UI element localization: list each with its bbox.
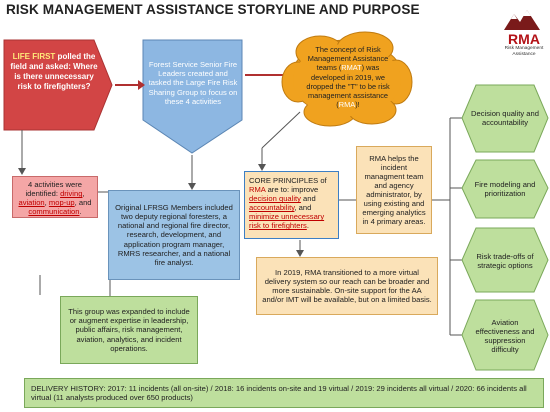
- leaders-shape: [142, 39, 243, 154]
- delivery-history-text: DELIVERY HISTORY: 2017: 11 incidents (al…: [31, 383, 527, 402]
- members-text: Original LFRSG Members included two depu…: [115, 203, 233, 267]
- leaders-text: Forest Service Senior Fire Leaders creat…: [148, 60, 238, 106]
- cloud-box: The concept of Risk Management Assistanc…: [302, 45, 394, 115]
- logo-text: RMA: [508, 31, 540, 47]
- core-end: .: [306, 221, 309, 231]
- mountain-icon: [504, 10, 540, 30]
- core-and-2: , and: [294, 203, 312, 213]
- cloud-text-1: The concept of Risk Management Assistanc…: [307, 45, 389, 73]
- activities-intro: 4 activities were identified:: [25, 180, 83, 199]
- page-title: RISK MANAGEMENT ASSISTANCE STORYLINE AND…: [6, 2, 420, 17]
- activities-box: 4 activities were identified: driving, a…: [12, 176, 98, 218]
- core-decision-quality: decision quality: [249, 194, 301, 204]
- area-hex-3: [461, 227, 549, 293]
- virtual-text: In 2019, RMA transitioned to a more virt…: [262, 267, 432, 305]
- helps-box: RMA helps the incident managment team an…: [356, 146, 432, 234]
- activity-mop-up: mop-up: [48, 198, 75, 208]
- activities-and: , and: [74, 198, 92, 208]
- expanded-text: This group was expanded to include or au…: [68, 307, 190, 353]
- leaders-box: Forest Service Senior Fire Leaders creat…: [146, 60, 240, 120]
- connector-cloud-core: [261, 111, 301, 149]
- area-hex-2: [461, 159, 549, 219]
- life-first-label: LIFE FIRST: [12, 52, 56, 61]
- core-and: and: [300, 194, 316, 204]
- logo-subtitle: Risk Management Assistance: [504, 46, 544, 57]
- expanded-box: This group was expanded to include or au…: [60, 296, 198, 364]
- cloud-shape: [281, 31, 413, 127]
- core-mid: are to: improve: [265, 185, 319, 195]
- cloud-text-3: )!: [355, 100, 360, 110]
- area-label-3: Risk trade-offs of strategic options: [476, 251, 534, 270]
- activity-communication: communication: [28, 207, 80, 217]
- area-label-2: Fire modeling and prioritization: [474, 179, 536, 198]
- area-label-4: Aviation effectiveness and suppression d…: [475, 317, 535, 355]
- area-hex-4: [461, 299, 549, 371]
- life-first-shape: [3, 39, 113, 131]
- cloud-rma: RMA: [338, 100, 356, 110]
- life-first-box: LIFE FIRST polled the field and asked: W…: [6, 52, 102, 122]
- core-minimize-risk: minimize unnecessary risk to firefighter…: [249, 212, 325, 231]
- core-accountability: accountability: [249, 203, 295, 213]
- activities-end: .: [79, 207, 82, 217]
- members-box: Original LFRSG Members included two depu…: [108, 190, 240, 280]
- rma-logo: RMA Risk Management Assistance: [500, 4, 548, 64]
- core-intro: CORE PRINCIPLES of: [249, 176, 327, 185]
- core-rma: RMA: [249, 185, 266, 195]
- area-hex-1: [461, 84, 549, 153]
- virtual-box: In 2019, RMA transitioned to a more virt…: [256, 257, 438, 315]
- cloud-rmat: RMAT: [341, 63, 362, 73]
- helps-text: RMA helps the incident managment team an…: [362, 153, 426, 227]
- cloud-text-2: ) was developed in 2019, we dropped the …: [306, 63, 390, 110]
- activity-driving: driving: [60, 189, 83, 199]
- area-label-1: Decision quality and accountability: [471, 108, 539, 127]
- activity-aviation: aviation: [18, 198, 45, 208]
- core-principles-box: CORE PRINCIPLES of RMA are to: improve d…: [244, 171, 339, 239]
- life-first-question: polled the field and asked: Where is the…: [10, 52, 98, 91]
- delivery-history-box: DELIVERY HISTORY: 2017: 11 incidents (al…: [24, 378, 544, 408]
